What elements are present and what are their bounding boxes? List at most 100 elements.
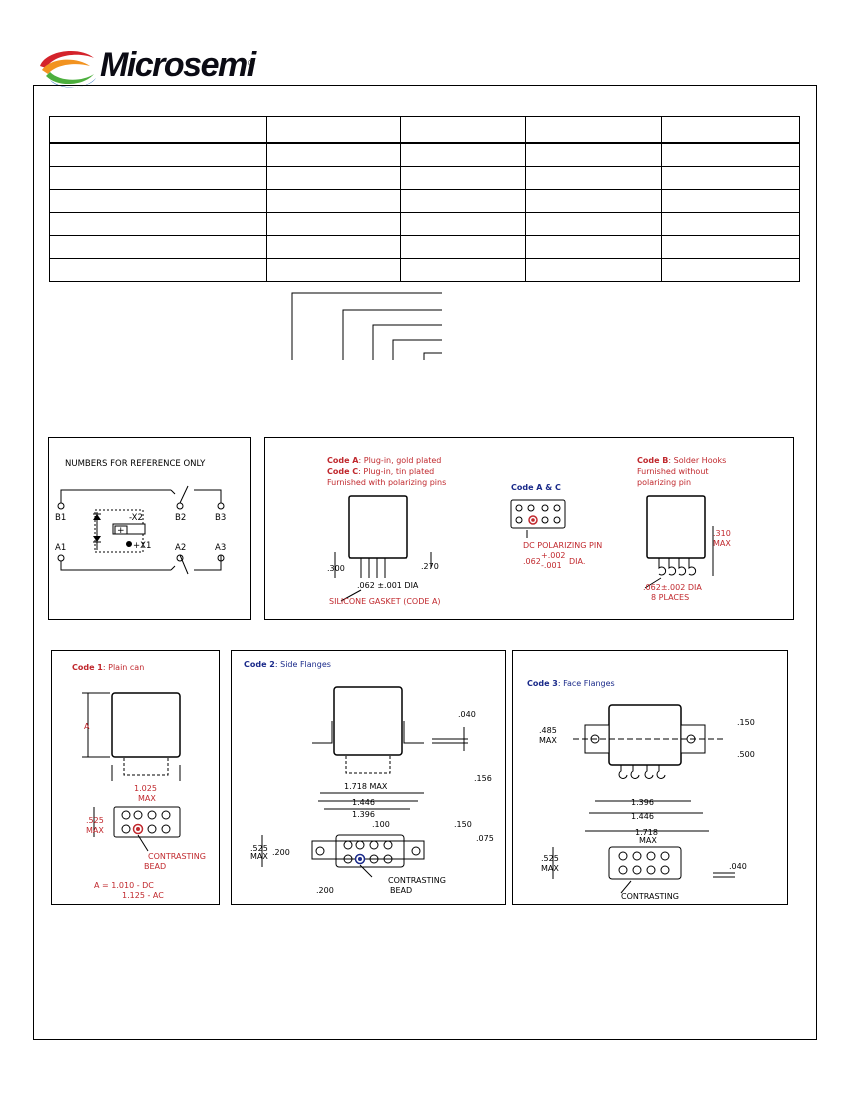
dim-525: .525 xyxy=(250,844,268,853)
code-3-desc: : Face Flanges xyxy=(558,679,615,688)
hook-places: 8 PLACES xyxy=(651,593,689,602)
dim-200-bottom: .200 xyxy=(316,886,334,895)
dim-1025-max: MAX xyxy=(138,794,156,803)
dim-150: .150 xyxy=(737,718,755,727)
code-2-desc: : Side Flanges xyxy=(275,660,331,669)
dim-1025: 1.025 xyxy=(134,784,157,793)
table-cell xyxy=(525,166,663,190)
dim-300: .300 xyxy=(327,564,345,573)
contrasting-label: CONTRASTING xyxy=(621,892,679,901)
dim-1718: 1.718 xyxy=(635,828,658,837)
hook-dia: .062±.002 DIA xyxy=(643,583,702,592)
pin-b1: B1 xyxy=(55,513,66,523)
pin-a2: A2 xyxy=(175,543,186,553)
table-cell xyxy=(661,212,800,236)
svg-text:Code 3: Face Flanges: Code 3: Face Flanges xyxy=(527,679,615,688)
silicone-gasket: SILICONE GASKET (CODE A) xyxy=(329,597,441,606)
dc-dia-unit: DIA. xyxy=(569,557,585,566)
dim-1446: 1.446 xyxy=(352,798,375,807)
table-cell xyxy=(49,212,267,236)
dim-200-side: .200 xyxy=(272,848,290,857)
table-cell xyxy=(265,142,401,167)
dim-525-max: MAX xyxy=(250,852,268,861)
table-cell xyxy=(49,166,267,190)
dc-dia-minus: -.001 xyxy=(541,561,562,570)
table-cell xyxy=(399,116,527,144)
microsemi-swoosh-icon xyxy=(40,51,96,88)
dim-525-max: MAX xyxy=(86,826,104,835)
code-b-line3: polarizing pin xyxy=(637,478,691,487)
table-row xyxy=(49,166,800,190)
dim-040: .040 xyxy=(458,710,476,719)
schematic-title: NUMBERS FOR REFERENCE ONLY xyxy=(65,459,206,469)
code-1-desc: : Plain can xyxy=(103,663,144,672)
dim-040: .040 xyxy=(729,862,747,871)
code-b-label: Code B xyxy=(637,456,668,465)
table-cell xyxy=(661,189,800,213)
page-frame xyxy=(33,85,817,1040)
mount-code-1-panel: Code 1: Plain can A 1.025 MAX .525 MAX C… xyxy=(51,650,220,905)
note-dc: A = 1.010 - DC xyxy=(94,881,154,890)
part-number-bracket xyxy=(291,292,442,360)
code-c-label: Code C xyxy=(327,467,358,476)
table-cell xyxy=(49,142,267,167)
table-cell xyxy=(399,235,527,259)
dim-1718-max: MAX xyxy=(639,836,657,845)
dim-1446: 1.446 xyxy=(631,812,654,821)
dim-525: .525 xyxy=(541,854,559,863)
dim-a: A xyxy=(84,722,90,731)
code-a-label: Code A xyxy=(327,456,359,465)
bead-label: BEAD xyxy=(144,862,166,871)
dim-525: .525 xyxy=(86,816,104,825)
dc-dia-base: .062 xyxy=(523,557,541,566)
table-cell xyxy=(265,258,401,282)
table-cell xyxy=(49,189,267,213)
dim-100: .100 xyxy=(372,820,390,829)
mount-code-3-panel: Code 3: Face Flanges .485 MAX .150 .500 … xyxy=(512,650,788,905)
svg-text:Code 2: Side Flanges: Code 2: Side Flanges xyxy=(244,660,331,669)
mount-code-2-panel: Code 2: Side Flanges .040 .156 1.718 MAX… xyxy=(231,650,506,905)
code-c-desc: : Plug-in, tin plated xyxy=(358,467,434,476)
code-b-line2: Furnished without xyxy=(637,467,709,476)
code-1-label: Code 1 xyxy=(72,663,103,672)
table-cell xyxy=(525,189,663,213)
table-cell xyxy=(661,116,800,144)
coil-plus: + xyxy=(117,526,125,536)
table-header-row xyxy=(49,116,800,144)
table-row xyxy=(49,258,800,282)
svg-text:Code A: Plug-in, gold plated: Code A: Plug-in, gold plated xyxy=(327,456,441,465)
relay-schematic: NUMBERS FOR REFERENCE ONLY B1 B2 B3 A xyxy=(55,459,226,575)
dim-150: .150 xyxy=(454,820,472,829)
dim-1396: 1.396 xyxy=(631,798,654,807)
table-cell xyxy=(661,142,800,167)
table-cell xyxy=(399,258,527,282)
code-b-desc: : Solder Hooks xyxy=(668,456,726,465)
dc-polarizing-pin: DC POLARIZING PIN xyxy=(523,541,602,550)
table-row xyxy=(49,212,800,236)
mount-code-1-drawing: Code 1: Plain can A 1.025 MAX .525 MAX C… xyxy=(72,663,206,900)
pin-dia: .062 ±.001 DIA xyxy=(357,581,419,590)
dim-500: .500 xyxy=(737,750,755,759)
table-cell xyxy=(265,166,401,190)
pin-b2: B2 xyxy=(175,513,186,523)
brand-name: Microsemi xyxy=(100,46,256,84)
table-cell xyxy=(265,212,401,236)
table-cell xyxy=(399,166,527,190)
table-cell xyxy=(525,212,663,236)
code-2-label: Code 2 xyxy=(244,660,275,669)
table-cell xyxy=(265,116,401,144)
svg-text:Code C: Plug-in, tin plated: Code C: Plug-in, tin plated xyxy=(327,467,434,476)
dim-310: .310 xyxy=(713,529,731,538)
schematic-panel: NUMBERS FOR REFERENCE ONLY B1 B2 B3 A xyxy=(48,437,251,620)
dim-075: .075 xyxy=(476,834,494,843)
table-cell xyxy=(525,116,663,144)
table-cell xyxy=(525,235,663,259)
spec-table xyxy=(49,116,800,282)
pin-x1: +X1 xyxy=(133,541,151,551)
table-row xyxy=(49,235,800,259)
bead-label: BEAD xyxy=(390,886,412,895)
dim-485: .485 xyxy=(539,726,557,735)
terminals-panel: Code A: Plug-in, gold plated Code C: Plu… xyxy=(264,437,794,620)
svg-text:Code 1: Plain can: Code 1: Plain can xyxy=(72,663,144,672)
dim-1396: 1.396 xyxy=(352,810,375,819)
